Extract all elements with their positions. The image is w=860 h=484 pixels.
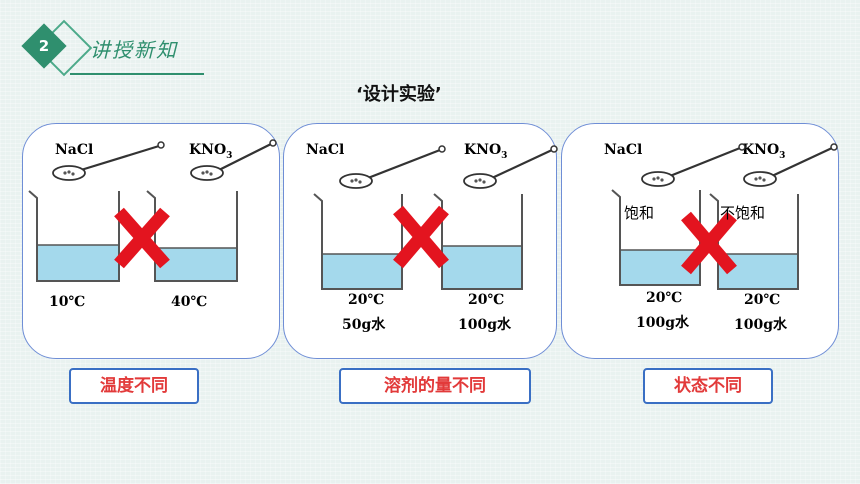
chem-label-right: KNO3 [189, 142, 233, 161]
solvent-amount-right: 100g水 [734, 317, 788, 333]
cross-icon [114, 207, 170, 269]
beaker-icon [146, 190, 238, 282]
subtitle: ‘设计实验’ [356, 84, 442, 105]
spoon-icon [190, 139, 277, 181]
cross-icon [681, 211, 737, 275]
spoon-icon [743, 143, 838, 187]
beaker-icon [28, 190, 120, 282]
temperature-left: 20℃ [646, 290, 683, 306]
temperature-right: 40℃ [171, 294, 208, 310]
title-underline [70, 73, 204, 75]
beaker-icon [313, 193, 403, 290]
solvent-amount-left: 50g水 [342, 317, 386, 333]
temperature-left: 20℃ [348, 292, 385, 308]
beaker-icon [433, 193, 523, 290]
experiment-panel-temperature: NaCl KNO3 [22, 123, 280, 359]
solvent-amount-right: 100g水 [458, 317, 512, 333]
apparatus-drawing [28, 139, 277, 282]
experiment-panel-state: NaCl KNO3 [561, 123, 839, 359]
spoon-icon [339, 145, 446, 189]
chem-label-right: KNO3 [464, 142, 508, 161]
apparatus-drawing [611, 143, 838, 290]
spoon-icon [463, 145, 558, 189]
chem-label-left: NaCl [604, 142, 643, 158]
solvent-amount-left: 100g水 [636, 315, 690, 331]
apparatus-drawing [313, 145, 558, 290]
label-solvent-different: 溶剂的量不同 [339, 368, 531, 404]
section-title: 讲授新知 [90, 38, 178, 62]
chem-label-right: KNO3 [742, 142, 786, 161]
temperature-right: 20℃ [744, 292, 781, 308]
spoon-icon [52, 141, 165, 181]
state-label-right: 不饱和 [720, 204, 766, 222]
label-temperature-different: 温度不同 [69, 368, 199, 404]
section-number: 2 [38, 37, 50, 55]
spoon-icon [641, 143, 746, 187]
label-state-different: 状态不同 [643, 368, 773, 404]
section-badge: 2 [21, 19, 93, 77]
cross-icon [393, 205, 449, 269]
temperature-right: 20℃ [468, 292, 505, 308]
chem-label-left: NaCl [55, 142, 94, 158]
chem-label-left: NaCl [306, 142, 345, 158]
experiment-panel-solvent: NaCl KNO3 [283, 123, 558, 359]
state-label-left: 饱和 [624, 204, 655, 222]
temperature-left: 10℃ [49, 294, 86, 310]
